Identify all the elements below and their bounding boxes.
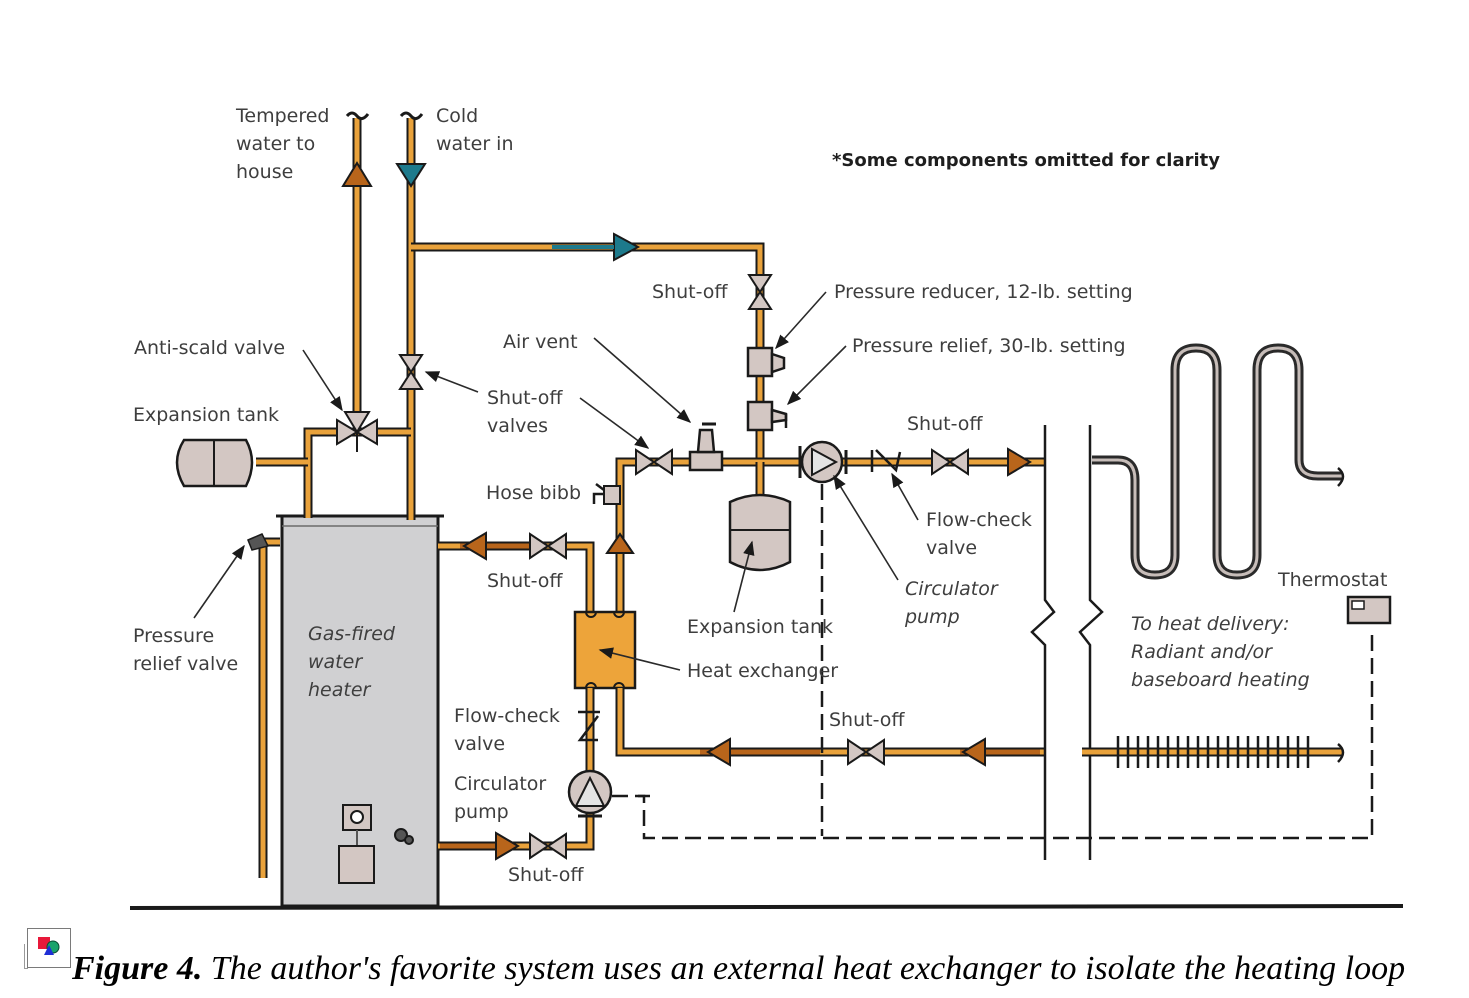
- pressure-reducer-icon: [746, 346, 786, 378]
- loop-return-pipe: [615, 688, 1045, 767]
- shutoff-valve-header-icon: [635, 448, 673, 476]
- burner-box: [338, 845, 375, 884]
- label-anti-scald: Anti-scald valve: [134, 337, 285, 359]
- figure-number: Figure 4.: [72, 950, 203, 987]
- label-heat-exchanger: Heat exchanger: [687, 660, 838, 682]
- return-flow-right-arrow-icon: [495, 831, 520, 861]
- label-pressure-relief-valve: Pressure relief valve: [133, 625, 238, 675]
- shutoff-valve-heater-out-icon: [529, 532, 567, 560]
- hx-outlet-up-arrow-icon: [605, 532, 635, 554]
- anti-scald-valve-icon: [336, 411, 378, 452]
- air-vent-icon: [688, 422, 724, 472]
- label-tempered-water: Tempered water to house: [235, 105, 336, 183]
- label-flow-check-right: Flow-check valve: [926, 509, 1038, 559]
- hot-flow-up-arrow-icon: [341, 161, 373, 187]
- circulator-pump-right-icon: [798, 440, 848, 484]
- radiant-floor-coil: [1092, 343, 1345, 580]
- cold-flow-down-arrow-icon: [395, 163, 427, 188]
- figure-caption: Figure 4. The author's favorite system u…: [72, 950, 1405, 988]
- pressure-relief-30-icon: [746, 400, 788, 432]
- return-flow-left-arrow-2-icon: [961, 737, 986, 767]
- shutoff-valve-right-icon: [931, 448, 969, 476]
- shutoff-valve-cold-icon: [398, 354, 424, 390]
- label-hose-bibb: Hose bibb: [486, 482, 581, 504]
- label-circulator-left: Circulator pump: [454, 773, 552, 823]
- thermostat-icon: [1346, 595, 1392, 625]
- flow-check-valve-right-icon: [870, 449, 902, 473]
- image-placeholder-frame: [24, 944, 28, 969]
- leader-lines: [193, 291, 919, 671]
- break-line-right: [1078, 425, 1104, 860]
- supply-flow-arrow-icon: [1007, 447, 1032, 477]
- label-expansion-tank-left: Expansion tank: [133, 404, 279, 426]
- circulator-pump-left-icon: [567, 769, 613, 818]
- cold-flow-right-arrow-icon: [613, 232, 641, 262]
- supply-header-pipe: [615, 457, 1045, 620]
- label-flow-check-left: Flow-check valve: [454, 705, 566, 755]
- heating-system-diagram: *Some components omitted for clarity Tem…: [129, 105, 1404, 910]
- gas-fired-water-heater: [276, 514, 444, 908]
- label-shutoff-heater-out: Shut-off: [487, 570, 563, 592]
- label-heat-delivery: To heat delivery: Radiant and/or baseboa…: [1131, 613, 1310, 691]
- cold-water-pipe: [395, 111, 765, 520]
- note-components-omitted: *Some components omitted for clarity: [832, 150, 1220, 171]
- label-shutoff-bottom: Shut-off: [508, 864, 584, 886]
- baseboard-heater: [1082, 736, 1345, 768]
- label-pressure-relief-30: Pressure relief, 30-lb. setting: [852, 335, 1126, 357]
- label-pressure-reducer: Pressure reducer, 12-lb. setting: [834, 281, 1133, 303]
- gas-valve-knob-icon: [394, 828, 414, 845]
- label-shutoff-right: Shut-off: [907, 413, 983, 435]
- control-wire-pump-left: [612, 628, 1374, 840]
- label-thermostat: Thermostat: [1277, 569, 1387, 591]
- hose-bibb-icon: [592, 483, 621, 505]
- label-water-heater: Gas-fired water heater: [308, 623, 401, 701]
- shutoff-valve-bottom-icon: [529, 832, 567, 860]
- blue-triangle-shape: [44, 945, 54, 955]
- label-air-vent: Air vent: [503, 331, 578, 353]
- flow-check-valve-left-icon: [577, 710, 600, 742]
- shutoff-valve-top-icon: [747, 274, 773, 310]
- label-shutoff-valves: Shut-off valves: [487, 387, 569, 437]
- label-shutoff-top: Shut-off: [652, 281, 728, 303]
- baseboard-fins: [1116, 736, 1310, 768]
- anti-scald-branch: [256, 427, 411, 518]
- caption-text: The author's favorite system uses an ext…: [202, 950, 1406, 987]
- hot-flow-left-arrow-icon: [462, 531, 487, 561]
- return-flow-left-arrow-icon: [706, 737, 731, 767]
- label-shutoff-return: Shut-off: [829, 709, 905, 731]
- label-expansion-tank-center: Expansion tank: [687, 616, 833, 638]
- heat-exchanger: [573, 610, 637, 690]
- floor-line: [129, 904, 1404, 910]
- image-placeholder-icon: [27, 928, 71, 968]
- label-cold-water: Cold water in: [436, 105, 514, 155]
- expansion-tank-center: [728, 493, 792, 572]
- heater-outlet-pipe: [438, 531, 595, 620]
- label-circulator-right: Circulator pump: [904, 578, 1004, 628]
- pressure-relief-discharge-pipe: [247, 533, 280, 878]
- tempered-water-pipe: [341, 111, 373, 420]
- shutoff-valve-return-icon: [847, 738, 885, 766]
- break-line-left: [1030, 425, 1056, 860]
- expansion-tank-left: [175, 438, 254, 488]
